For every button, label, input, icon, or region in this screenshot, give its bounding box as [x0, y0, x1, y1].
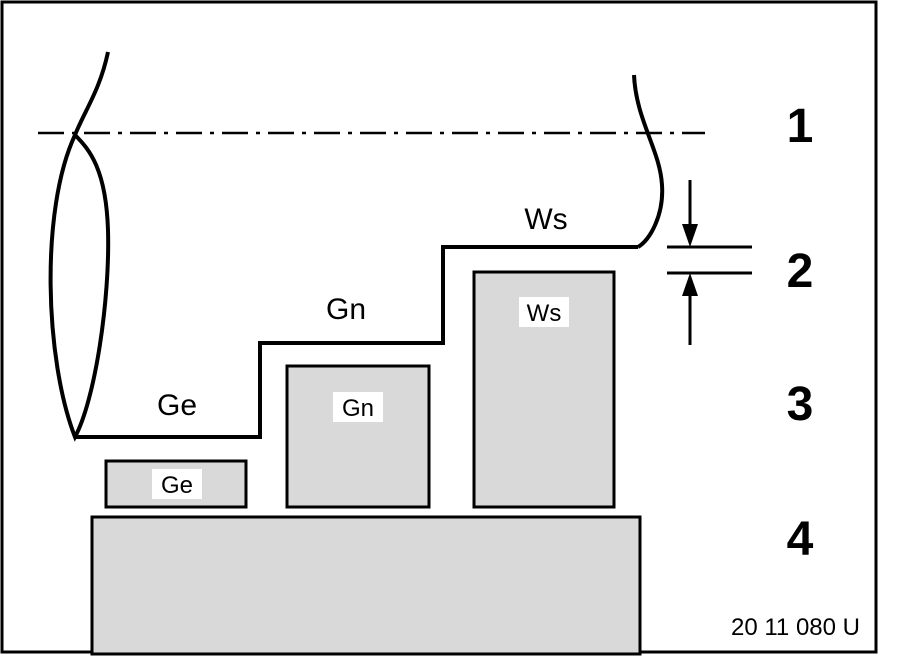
reference-code: 20 11 080 U — [731, 614, 860, 641]
block-finish-label: Gn — [342, 395, 374, 422]
workpiece-contour — [75, 245, 638, 439]
block-finish — [285, 364, 431, 509]
base-block — [90, 515, 642, 656]
stage-label-tool: Ws — [524, 203, 567, 236]
row-number-4: 4 — [787, 513, 814, 566]
left-break-line — [48, 51, 111, 442]
row-number-1: 1 — [787, 100, 814, 153]
block-finish-label-bg — [333, 392, 383, 422]
block-tool-label-bg — [519, 297, 569, 327]
stage-label-finish: Gn — [326, 293, 366, 326]
block-rough-label: Ge — [161, 472, 193, 499]
dimension-arrow-down-icon — [682, 224, 698, 247]
dimension-arrow-up-icon — [682, 273, 698, 296]
block-rough-label-bg — [152, 469, 202, 499]
row-number-2: 2 — [787, 245, 814, 298]
right-break-line — [632, 74, 665, 249]
row-number-3: 3 — [787, 378, 814, 431]
stage-label-rough: Ge — [157, 389, 197, 422]
block-tool-label: Ws — [527, 300, 562, 327]
